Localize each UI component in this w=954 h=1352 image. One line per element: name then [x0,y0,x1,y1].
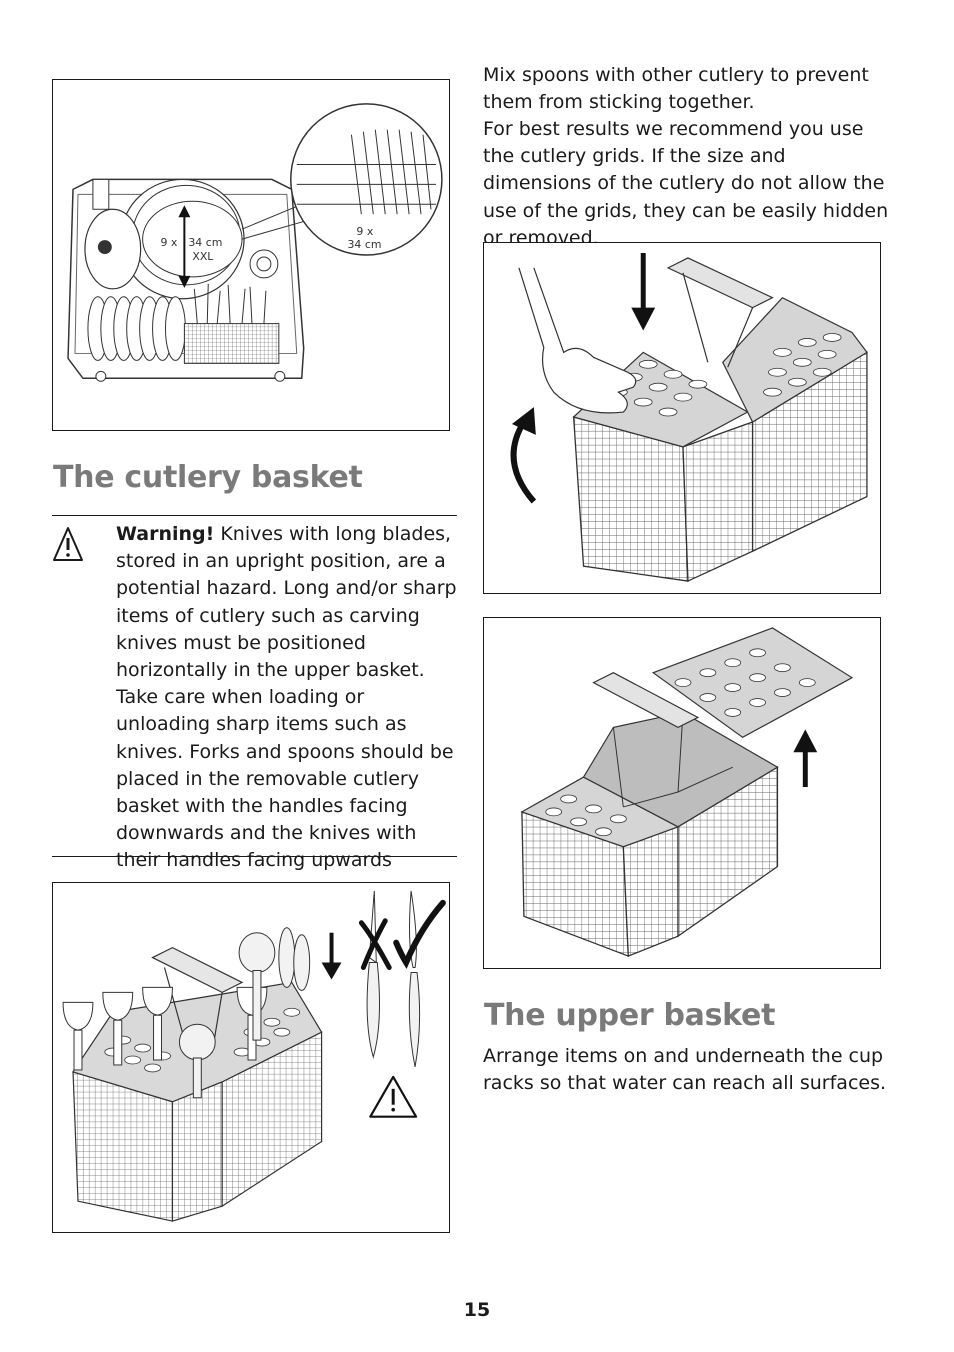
intro-paragraph-1: Mix spoons with other cutlery to prevent… [483,64,869,114]
page-number: 15 [463,1299,491,1321]
figure-lower-basket: 9 x 34 cm XXL 9 x 34 cm [52,79,450,431]
fold-grid-illustration [510,252,868,583]
lift-grid-illustration [520,627,854,958]
hazard-triangle-icon [369,1075,418,1118]
magnified-count-label: 9 x [356,225,373,238]
warning-body: Knives with long blades, stored in an up… [116,523,457,872]
warning-title: Warning! [116,523,215,545]
cutlery-basket-heading: The cutlery basket [53,460,363,495]
cutlery-loading-illustration [62,890,446,1222]
magnified-size-label: 34 cm [347,238,381,251]
upper-basket-paragraph: Arrange items on and underneath the cup … [483,1045,887,1095]
figure-cutlery-basket-loading [52,882,450,1233]
figure-fold-grid [483,242,881,594]
warning-triangle-icon [53,527,83,561]
plate-size-label: 34 cm [188,236,222,249]
warning-top-divider [52,515,457,516]
warning-bottom-divider [52,856,457,857]
plate-class-label: XXL [192,250,214,263]
plate-count-label: 9 x [161,236,178,249]
lower-basket-illustration: 9 x 34 cm XXL 9 x 34 cm [67,103,443,382]
intro-paragraph-2: For best results we recommend you use th… [483,118,889,249]
warning-paragraph: Warning! Knives with long blades, stored… [116,521,461,875]
upper-basket-heading: The upper basket [484,998,776,1033]
figure-lift-grid [483,617,881,969]
check-icon [393,899,446,969]
cross-icon [358,918,392,971]
